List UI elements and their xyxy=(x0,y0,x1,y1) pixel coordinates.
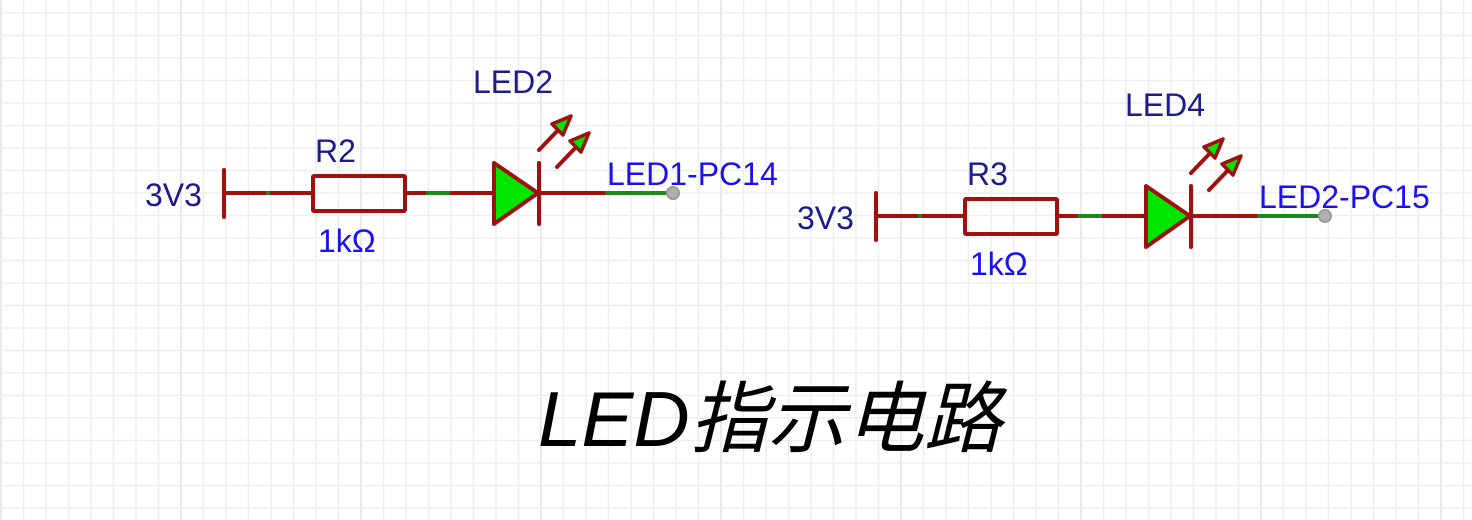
resistor-value: 1kΩ xyxy=(318,223,376,259)
power-label: 3V3 xyxy=(797,200,854,236)
led4-diode[interactable] xyxy=(1144,184,1192,249)
net-label[interactable]: LED1-PC14 xyxy=(607,156,778,192)
resistor-value: 1kΩ xyxy=(970,246,1028,282)
led2-diode[interactable] xyxy=(492,161,540,226)
resistor-ref: R3 xyxy=(967,156,1008,192)
led-ref: LED2 xyxy=(473,64,553,100)
net-label[interactable]: LED2-PC15 xyxy=(1259,179,1430,215)
light-emission-arrows-icon xyxy=(537,114,591,169)
junction-dot xyxy=(266,191,270,195)
light-emission-arrows-icon xyxy=(1189,137,1243,192)
resistor-r3[interactable] xyxy=(963,197,1059,236)
pin-endpoint[interactable] xyxy=(666,186,680,200)
circuit-1: 3V3 R2 1kΩ LED2 LED1-PC14 xyxy=(145,64,778,259)
led-ref: LED4 xyxy=(1125,87,1205,123)
resistor-ref: R2 xyxy=(315,133,356,169)
power-label: 3V3 xyxy=(145,177,202,213)
pin-endpoint[interactable] xyxy=(1318,209,1332,223)
junction-dot xyxy=(918,214,922,218)
diagram-title: LED指示电路 xyxy=(538,375,1008,463)
circuit-2: 3V3 R3 1kΩ LED4 LED2-PC15 xyxy=(797,87,1430,282)
